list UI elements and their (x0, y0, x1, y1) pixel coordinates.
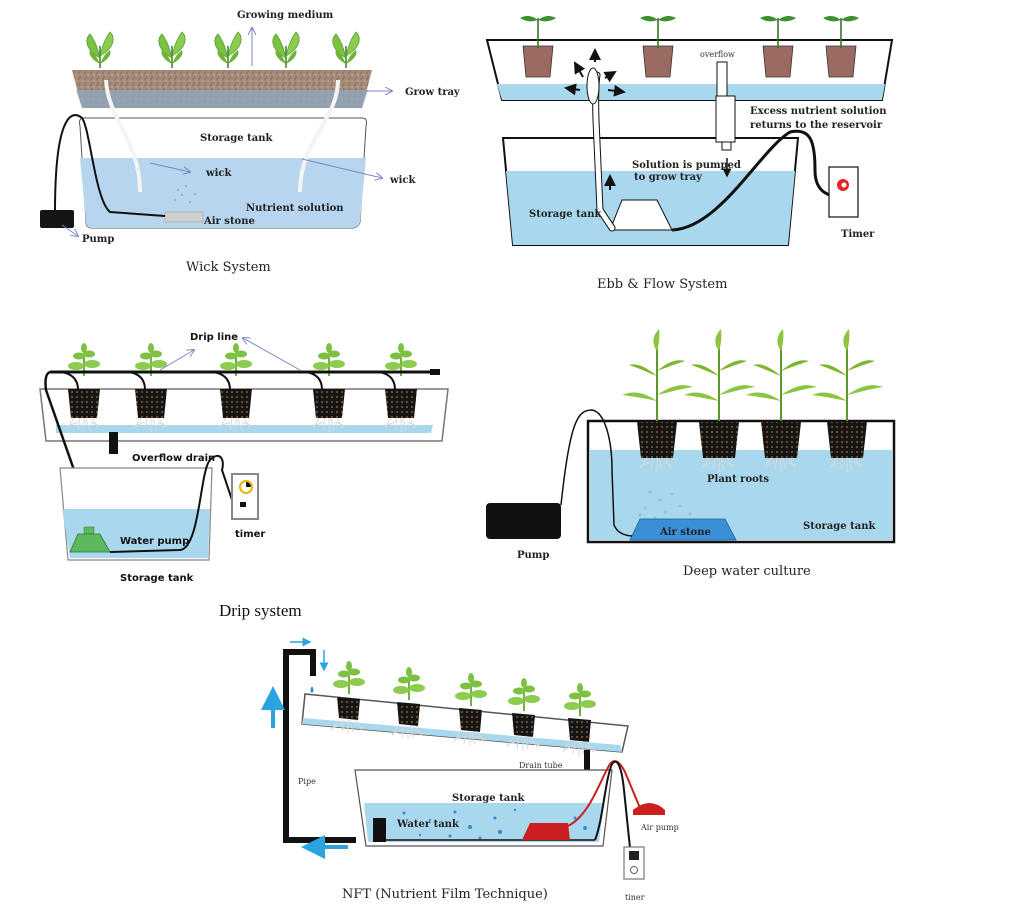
drain-tube (584, 750, 590, 774)
plant-pot (639, 15, 677, 78)
net-pot (506, 677, 541, 752)
label-growing-medium: Growing medium (237, 10, 334, 21)
caption-nft: NFT (Nutrient Film Technique) (342, 887, 548, 902)
caption-ebb-flow: Ebb & Flow System (597, 277, 727, 292)
net-pot (312, 342, 346, 433)
label-pump: Pump (82, 234, 114, 245)
label-storage-tank: Storage tank (803, 521, 876, 532)
net-pot (562, 682, 597, 757)
plant-pot (519, 15, 557, 78)
label-storage-tank: Storage tank (452, 793, 525, 804)
label-grow-tray: Grow tray (405, 87, 461, 98)
water-pump-icon (373, 818, 386, 842)
net-pot (134, 342, 168, 433)
drip-system: Drip line Overflow drain Water pump time… (39, 332, 449, 620)
net-pot (811, 328, 884, 473)
label-air-stone: Air stone (659, 527, 711, 538)
wick (104, 79, 142, 193)
pipe (283, 649, 356, 843)
label-water-pump: Water pump (120, 536, 189, 547)
label-pump: Pump (517, 550, 549, 561)
ebb-flow-system: overflow Excess nutrient solution return… (485, 15, 894, 292)
net-pot (621, 328, 694, 473)
net-pot (331, 660, 366, 735)
label-water-tank: Water tank (396, 819, 460, 830)
label-air-pump: Air pump (640, 823, 679, 832)
label-storage-tank: Storage tank (200, 133, 273, 144)
label-drip-line: Drip line (190, 332, 238, 343)
plant-pot (822, 15, 860, 78)
timer-icon (828, 166, 859, 218)
net-pot (67, 342, 101, 433)
net-pot (391, 666, 426, 741)
plant-icon (86, 31, 114, 69)
caption-drip-system: Drip system (219, 601, 302, 620)
air-pump-icon (633, 803, 665, 815)
label-nutrient-solution: Nutrient solution (246, 203, 344, 214)
label-excess-line2: returns to the reservoir (750, 120, 883, 131)
plant-icon (158, 31, 186, 69)
label-storage-tank: Storage tank (529, 209, 602, 220)
net-pot (683, 328, 756, 473)
label-air-stone: Air stone (203, 216, 255, 227)
label-pumped-line1: Solution is pumped (632, 160, 741, 171)
water-drop-icon (310, 686, 314, 693)
label-pumped-line2: to grow tray (634, 172, 703, 183)
caption-wick-system: Wick System (186, 260, 271, 275)
plant-icon (272, 31, 300, 69)
wick-system: Growing medium Grow tray Storage tank wi… (40, 10, 461, 275)
label-excess-line1: Excess nutrient solution (750, 106, 887, 117)
net-pot (219, 342, 253, 433)
label-pipe: Pipe (298, 777, 316, 786)
pump-icon (486, 503, 561, 539)
air-stone (629, 518, 737, 541)
wick (298, 79, 340, 193)
deep-water-culture: Plant roots Air stone Storage tank Pump … (486, 328, 896, 579)
overflow-drain (109, 432, 118, 454)
label-wick: wick (205, 168, 232, 179)
label-drain-tube: Drain tube (519, 761, 563, 770)
net-pot (745, 328, 818, 473)
label-overflow: overflow (700, 50, 735, 59)
label-overflow-drain: Overflow drain (132, 453, 215, 464)
label-plant-roots: Plant roots (707, 474, 769, 485)
net-pot (453, 672, 488, 747)
plant-icon (214, 31, 242, 69)
overflow-pipe (715, 95, 736, 143)
plant-icon (332, 31, 360, 69)
air-stone (522, 823, 570, 840)
pump-icon (40, 210, 74, 228)
label-timer: tiner (625, 893, 645, 902)
nft-system: Pipe Drain tube Storage tank Water tank … (261, 637, 679, 902)
label-wick: wick (389, 175, 416, 186)
air-stone (164, 211, 204, 223)
label-storage-tank: Storage tank (120, 573, 194, 584)
plant-pot (759, 15, 797, 78)
caption-deep-water-culture: Deep water culture (683, 564, 811, 579)
label-timer: Timer (841, 229, 875, 240)
net-pot (384, 342, 418, 433)
label-timer: timer (235, 529, 265, 540)
